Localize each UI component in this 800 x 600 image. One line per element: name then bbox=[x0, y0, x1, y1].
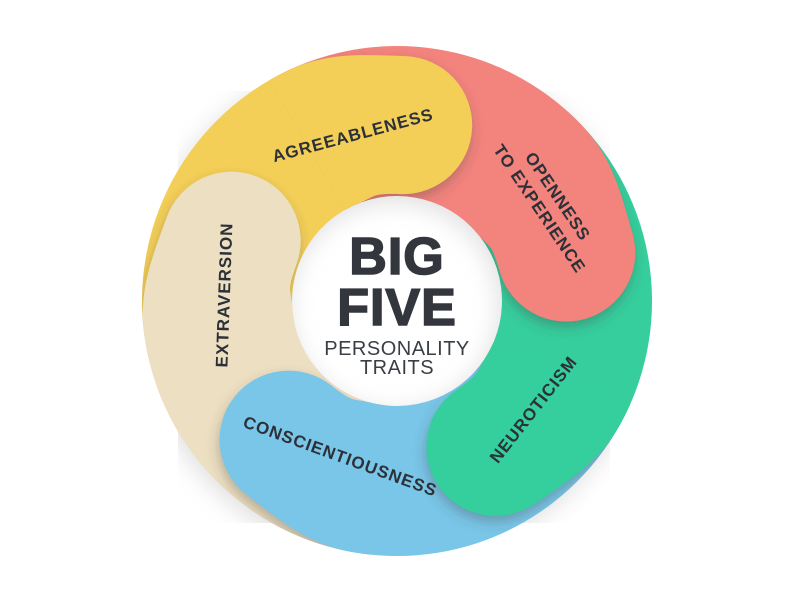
center-title-big: BIG bbox=[348, 228, 445, 286]
center-title-five: FIVE bbox=[336, 279, 457, 337]
center-disk bbox=[292, 196, 502, 406]
center-subtitle-personality: PERSONALITY bbox=[324, 338, 470, 360]
center-subtitle-traits: TRAITS bbox=[359, 357, 435, 379]
